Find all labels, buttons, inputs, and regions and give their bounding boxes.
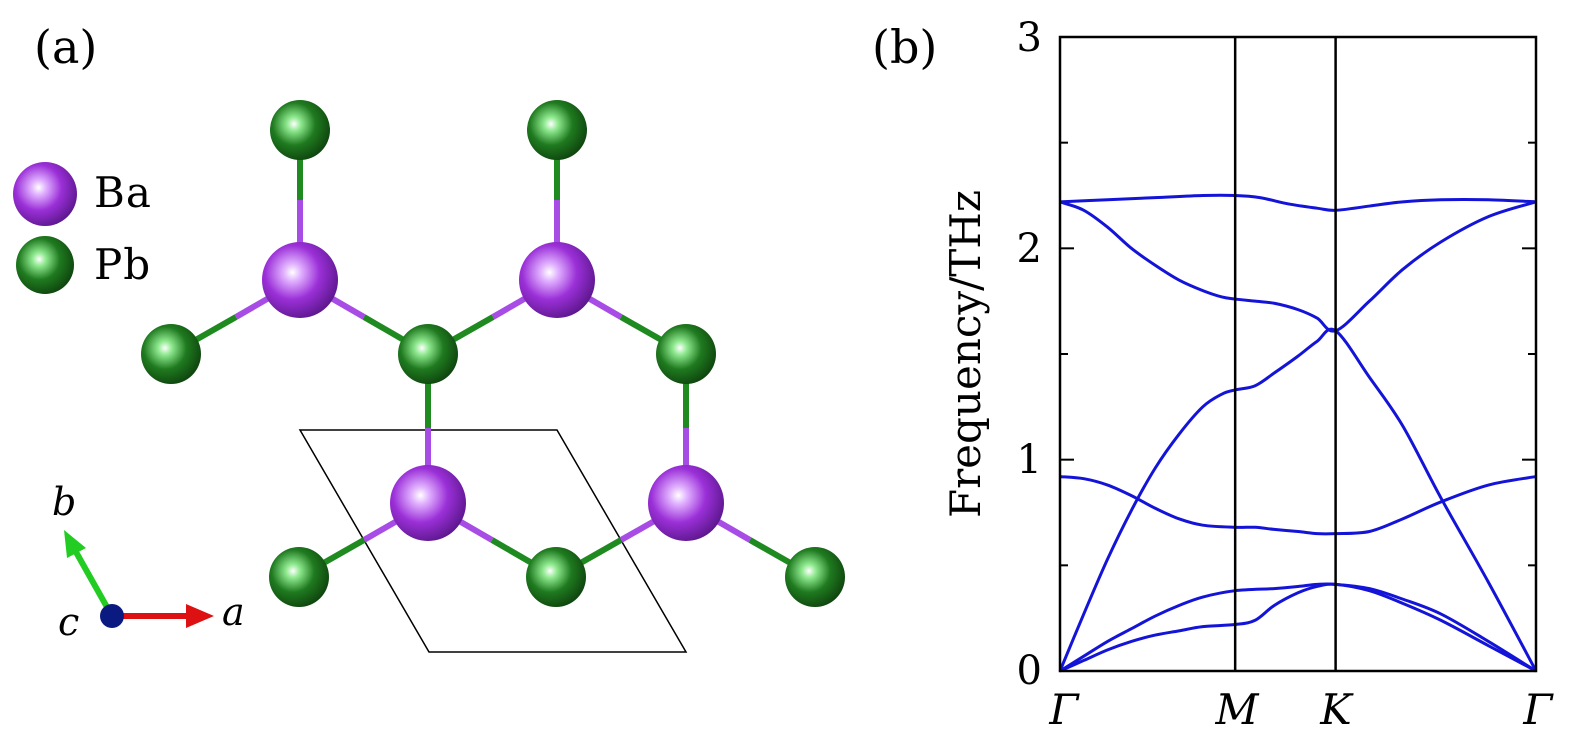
pb-atoms xyxy=(141,100,845,607)
xtick-label-k: K xyxy=(1319,685,1354,734)
axis-label-c: c xyxy=(58,600,80,644)
panel-a-label: (a) xyxy=(34,20,98,74)
legend-ba-marker xyxy=(13,162,77,226)
plot-frame xyxy=(1058,35,1538,673)
phonon-branch-2 xyxy=(1059,582,1537,673)
dispersion-lines xyxy=(1058,193,1538,673)
phonon-branch-4 xyxy=(1058,327,1538,672)
xtick-label-m: M xyxy=(1214,685,1259,734)
ba-atoms xyxy=(262,242,724,541)
legend-label-pb: Pb xyxy=(94,240,152,289)
phonon-branch-6 xyxy=(1059,193,1537,212)
phonon-branch-1 xyxy=(1059,582,1537,673)
xtick-label-gamma-end: Γ xyxy=(1522,685,1554,734)
high-symmetry-lines xyxy=(1233,37,1337,671)
phonon-branch-3 xyxy=(1059,475,1537,536)
panel-b-label: (b) xyxy=(872,20,938,74)
ytick-label-1: 1 xyxy=(1017,437,1042,483)
unit-cell xyxy=(298,429,688,653)
ytick-label-0: 0 xyxy=(1017,648,1042,694)
phonon-branch-5 xyxy=(1059,200,1537,333)
ytick-label-3: 3 xyxy=(1017,15,1042,61)
crystal-structure xyxy=(13,100,845,653)
xtick-label-gamma-start: Γ xyxy=(1048,685,1080,734)
axis-label-b: b xyxy=(52,480,77,524)
legend-label-ba: Ba xyxy=(94,168,152,217)
ytick-label-2: 2 xyxy=(1017,226,1042,272)
axis-label-a: a xyxy=(222,590,245,634)
y-ticks xyxy=(1060,36,1536,672)
y-axis-label: Frequency/THz xyxy=(941,190,990,518)
legend-pb-marker xyxy=(16,236,74,294)
axes-indicator xyxy=(64,530,214,628)
